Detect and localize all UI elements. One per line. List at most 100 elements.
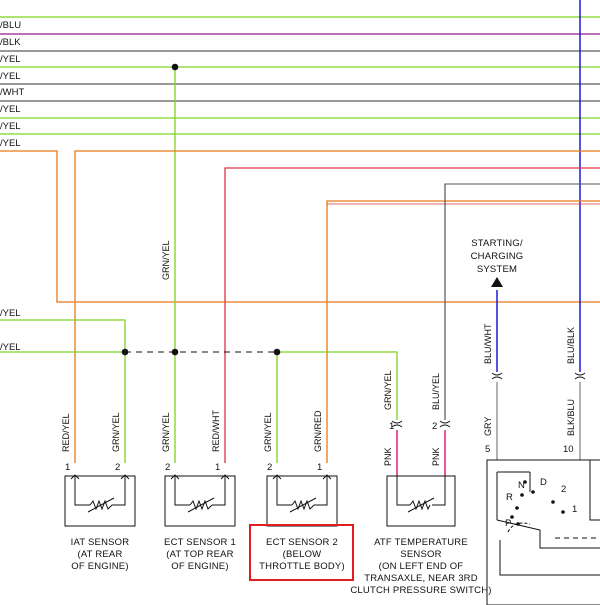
ect1-sensor-box — [164, 475, 236, 527]
wire-label: /YEL — [0, 308, 21, 319]
switch-right — [589, 460, 600, 521]
ect2-caption-line: ECT SENSOR 2 — [266, 537, 338, 548]
atf-sensor-lead — [396, 476, 410, 506]
bus-wires — [0, 16, 600, 303]
ect1-caption-line: OF ENGINE) — [171, 561, 228, 572]
thermistor-arrow — [187, 497, 215, 513]
terminal-icon — [322, 474, 332, 480]
iat-caption-line: OF ENGINE) — [71, 561, 128, 572]
wire-label: BLU/BLK — [566, 327, 576, 364]
ect2-sensor-box — [266, 475, 338, 527]
iat-caption-line: (AT REAR — [77, 549, 122, 560]
pin-number: 1 — [389, 421, 394, 432]
splice-dots — [121, 63, 281, 356]
ect2-sensor — [266, 475, 338, 527]
splice-dot — [273, 348, 281, 356]
pin-number: 1 — [317, 462, 322, 473]
wire-label: GRN/YEL — [161, 240, 171, 280]
pin-number: 5 — [485, 444, 490, 455]
ect2-caption: ECT SENSOR 2 (BELOW THROTTLE BODY) — [249, 524, 354, 581]
wire-label: /WHT — [0, 87, 24, 98]
bus-wire-9 — [0, 150, 600, 303]
switch-contact — [515, 506, 519, 510]
switch-contact — [531, 490, 535, 494]
wire-label: /YEL — [0, 342, 21, 353]
terminal-icon — [220, 474, 230, 480]
atf-sensor-box — [386, 475, 456, 527]
pin-number: 2 — [267, 462, 272, 473]
wire-label: /YEL — [0, 121, 21, 132]
connector-icon — [391, 420, 403, 428]
starting-charging-line: CHARGING — [471, 251, 524, 262]
atf-caption-line: (ON LEFT END OF — [379, 561, 464, 572]
atf-caption-line: CLUTCH PRESSURE SWITCH) — [350, 585, 491, 596]
wire-label: /YEL — [0, 138, 21, 149]
branch-wires — [0, 0, 600, 500]
terminal-icon — [170, 474, 180, 480]
iat-caption: IAT SENSOR (AT REAR OF ENGINE) — [71, 537, 130, 572]
thermistor-arrow — [87, 497, 115, 513]
wire-label: /BLU — [0, 20, 21, 31]
wire-label: GRY — [483, 417, 493, 436]
iat-sensor — [64, 475, 136, 527]
switch-letter: D — [540, 477, 547, 488]
vertical-labels: GRN/YEL RED/YEL GRN/YEL GRN/YEL RED/WHT … — [61, 240, 576, 466]
splice-dot — [171, 63, 179, 71]
switch-lower — [499, 540, 600, 576]
orange-ect2-wire — [326, 200, 600, 463]
green-iat-wire — [0, 319, 126, 463]
wire-label: GRN/YEL — [383, 370, 393, 410]
wire-label: /YEL — [0, 54, 21, 65]
atf-caption-line: SENSOR — [400, 549, 441, 560]
switch-contact — [520, 493, 524, 497]
orange-iat-wire — [74, 150, 600, 463]
iat-sensor-lead — [112, 476, 126, 506]
switch-letter: P — [505, 518, 511, 529]
range-switch-box — [486, 459, 600, 605]
ect1-sensor-lead — [212, 476, 226, 506]
atf-caption: ATF TEMPERATURE SENSOR (ON LEFT END OF T… — [350, 537, 491, 596]
switch-letter: 1 — [572, 504, 577, 515]
switch-contact — [516, 522, 520, 526]
green-atf-wire — [277, 351, 398, 420]
starting-charging-line: SYSTEM — [477, 264, 517, 275]
switch-contact — [551, 500, 555, 504]
pin-number: 2 — [165, 462, 170, 473]
wire-label: GRN/RED — [313, 410, 323, 452]
starting-charging-line: STARTING/ — [471, 238, 523, 249]
wire-label: PNK — [383, 447, 393, 466]
ect1-caption: ECT SENSOR 1 (AT TOP REAR OF ENGINE) — [164, 537, 236, 572]
wire-label: /YEL — [0, 71, 21, 82]
wire-label: BLK/BLU — [566, 399, 576, 436]
atf-sensor — [386, 475, 456, 527]
iat-caption-line: IAT SENSOR — [71, 537, 130, 548]
ect2-caption-line: THROTTLE BODY) — [259, 561, 345, 572]
ect1-sensor-lead — [174, 476, 190, 506]
arrow-up-icon — [491, 277, 503, 287]
pin-number: 10 — [563, 444, 574, 455]
atf-sensor-lead — [432, 476, 446, 506]
thermistor-arrow — [407, 497, 435, 513]
switch-contact — [523, 480, 527, 484]
red-ect1-wire — [224, 167, 600, 463]
ect2-caption-line: (BELOW — [283, 549, 322, 560]
terminal-icon — [70, 474, 80, 480]
iat-sensor-box — [64, 475, 136, 527]
connectors — [391, 372, 586, 428]
ect2-sensor-lead — [314, 476, 328, 506]
pin-number: 1 — [65, 462, 70, 473]
wire-label: GRN/YEL — [111, 412, 121, 452]
iat-sensor-lead — [74, 476, 90, 506]
wire-label: GRN/YEL — [263, 412, 273, 452]
terminal-icon — [120, 474, 130, 480]
thermistor-arrow — [289, 497, 317, 513]
switch-contact — [510, 515, 514, 519]
splice-dot — [121, 348, 129, 356]
switch-letter: N — [518, 480, 525, 491]
wire-label: BLU/YEL — [431, 373, 441, 410]
pin-number: 1 — [215, 462, 220, 473]
wire-label: PNK — [431, 447, 441, 466]
terminal-marks — [70, 474, 332, 480]
left-wire-labels: /BLU /BLK /YEL /YEL /WHT /YEL /YEL /YEL … — [0, 20, 24, 353]
connector-icon — [439, 420, 451, 428]
